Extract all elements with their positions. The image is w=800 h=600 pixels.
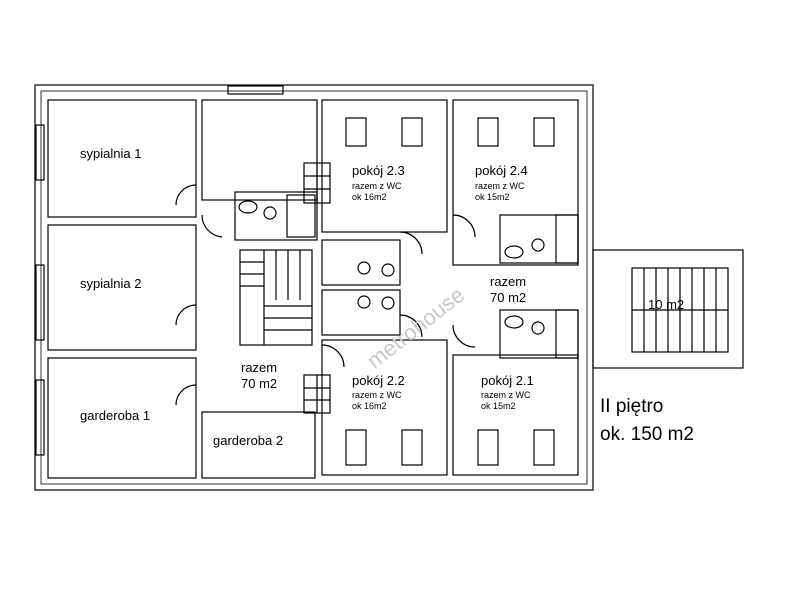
window — [227, 85, 284, 95]
skylight — [345, 117, 367, 147]
wc-center — [321, 239, 401, 286]
sink — [504, 315, 524, 329]
label-pokoj-2-2-note: razem z WC — [352, 390, 402, 400]
label-pokoj-2-4-note: razem z WC — [475, 181, 525, 191]
shower — [555, 309, 579, 359]
floor-level: II piętro — [600, 396, 663, 417]
skylight — [345, 429, 367, 466]
label-pokoj-2-1: pokój 2.1 — [481, 373, 534, 388]
toilet — [381, 296, 395, 310]
room-pokoj-2-2 — [321, 339, 448, 476]
toilet — [357, 261, 371, 275]
shower — [555, 214, 579, 264]
toilet — [531, 321, 545, 335]
label-razem-right: razem — [490, 274, 526, 289]
sink — [238, 200, 258, 214]
label-pokoj-2-3: pokój 2.3 — [352, 163, 405, 178]
door-arc — [452, 324, 476, 348]
label-pokoj-2-3-note: razem z WC — [352, 181, 402, 191]
label-pokoj-2-4: pokój 2.4 — [475, 163, 528, 178]
door-arc — [175, 384, 197, 406]
label-pokoj-2-2: pokój 2.2 — [352, 373, 405, 388]
floor-total-area: ok. 150 m2 — [600, 424, 694, 445]
label-garderoba-2: garderoba 2 — [213, 433, 283, 448]
door-arc — [399, 314, 423, 338]
label-stair-area: 10 m2 — [648, 297, 684, 312]
label-pokoj-2-3-area: ok 16m2 — [352, 192, 387, 202]
room-sypialnia-1 — [47, 99, 197, 218]
room-sypialnia-2 — [47, 224, 197, 351]
shower — [286, 194, 316, 238]
door-arc — [321, 344, 345, 368]
room-pokoj-2-1 — [452, 354, 579, 476]
stair-annex — [592, 249, 744, 369]
window — [35, 264, 45, 341]
label-razem-left: razem — [241, 360, 277, 375]
room-wc — [234, 191, 318, 241]
room-garderoba-1 — [47, 357, 197, 479]
label-sypialnia-2: sypialnia 2 — [80, 276, 141, 291]
door-arc — [452, 214, 476, 238]
skylight — [401, 117, 423, 147]
label-garderoba-1: garderoba 1 — [80, 408, 150, 423]
room-bathroom — [201, 99, 318, 201]
label-razem-right-area: 70 m2 — [490, 290, 526, 305]
skylight — [533, 429, 555, 466]
door-arc — [201, 214, 223, 238]
wc-center-2 — [321, 289, 401, 336]
toilet — [357, 295, 371, 309]
label-pokoj-2-1-area: ok 15m2 — [481, 401, 516, 411]
label-pokoj-2-2-area: ok 16m2 — [352, 401, 387, 411]
skylight — [477, 117, 499, 147]
toilet — [263, 206, 277, 220]
label-sypialnia-1: sypialnia 1 — [80, 146, 141, 161]
outer-wall-inner — [40, 90, 588, 485]
label-razem-left-area: 70 m2 — [241, 376, 277, 391]
skylight — [477, 429, 499, 466]
toilet — [381, 263, 395, 277]
room-pokoj-2-4 — [452, 99, 579, 266]
room-garderoba-2 — [201, 411, 316, 479]
door-arc — [175, 304, 197, 326]
window — [35, 124, 45, 181]
toilet — [531, 238, 545, 252]
label-pokoj-2-4-area: ok 15m2 — [475, 192, 510, 202]
skylight — [401, 429, 423, 466]
door-arc — [175, 184, 197, 206]
door-arc — [399, 231, 423, 255]
skylight — [533, 117, 555, 147]
window — [35, 379, 45, 456]
label-pokoj-2-1-note: razem z WC — [481, 390, 531, 400]
sink — [504, 245, 524, 259]
room-pokoj-2-3 — [321, 99, 448, 233]
